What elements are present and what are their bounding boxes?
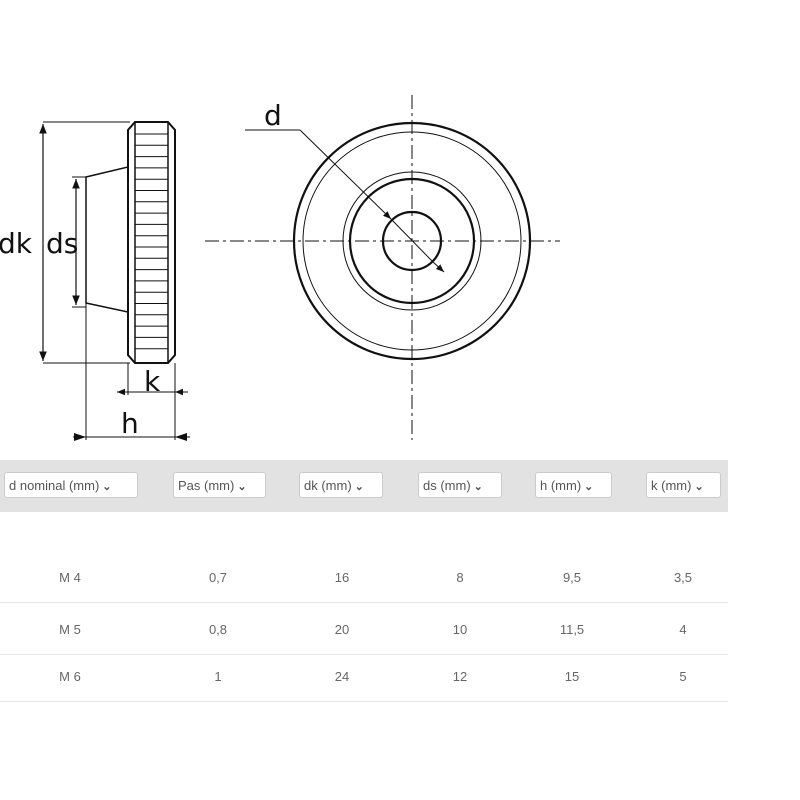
h-label: h (121, 407, 139, 440)
filter-ds[interactable]: ds (mm)⌄ (418, 472, 502, 498)
table-cell: 11,5 (559, 622, 585, 637)
front-view (205, 95, 560, 440)
table-cell: 10 (452, 622, 468, 637)
table-cell: M 4 (59, 570, 81, 585)
table-cell: 9,5 (562, 570, 582, 585)
table-cell: 3,5 (673, 570, 693, 585)
table-cell: 15 (564, 669, 580, 684)
filter-h[interactable]: h (mm)⌄ (535, 472, 612, 498)
filter-label: ds (mm) (423, 478, 471, 493)
table-cell: 16 (334, 570, 350, 585)
filter-label: dk (mm) (304, 478, 352, 493)
table-cell: 20 (334, 622, 350, 637)
table-cell: 1 (214, 669, 222, 684)
table-cell: 12 (452, 669, 468, 684)
k-label: k (144, 365, 161, 398)
table-cell: 0,8 (208, 622, 228, 637)
dk-label: dk (0, 227, 33, 260)
table-cell: 4 (679, 622, 687, 637)
chevron-down-icon: ⌄ (584, 481, 594, 493)
table-cell: 24 (334, 669, 350, 684)
table-cell: 5 (679, 669, 687, 684)
filter-k[interactable]: k (mm)⌄ (646, 472, 721, 498)
filter-d-nominal[interactable]: d nominal (mm)⌄ (4, 472, 138, 498)
table-cell: 8 (456, 570, 464, 585)
side-view (39, 121, 190, 441)
technical-drawing: dk ds k h d (0, 95, 560, 441)
filter-label: h (mm) (540, 478, 582, 493)
table-row: M 4 0,7 16 8 9,5 3,5 (0, 554, 728, 603)
filter-label: k (mm) (651, 478, 692, 493)
filter-label: Pas (mm) (178, 478, 235, 493)
table-row: M 6 1 24 12 15 5 (0, 653, 728, 702)
chevron-down-icon: ⌄ (473, 481, 483, 493)
filter-pas[interactable]: Pas (mm)⌄ (173, 472, 266, 498)
chevron-down-icon: ⌄ (237, 481, 247, 493)
filter-label: d nominal (mm) (9, 478, 100, 493)
table-cell: M 6 (59, 669, 81, 684)
table-cell: M 5 (59, 622, 81, 637)
ds-label: ds (46, 227, 78, 260)
filter-dk[interactable]: dk (mm)⌄ (299, 472, 383, 498)
table-row: M 5 0,8 20 10 11,5 4 (0, 606, 728, 655)
chevron-down-icon: ⌄ (102, 481, 112, 493)
chevron-down-icon: ⌄ (694, 481, 704, 493)
table-cell: 0,7 (208, 570, 228, 585)
chevron-down-icon: ⌄ (354, 481, 364, 493)
d-label: d (264, 99, 282, 132)
